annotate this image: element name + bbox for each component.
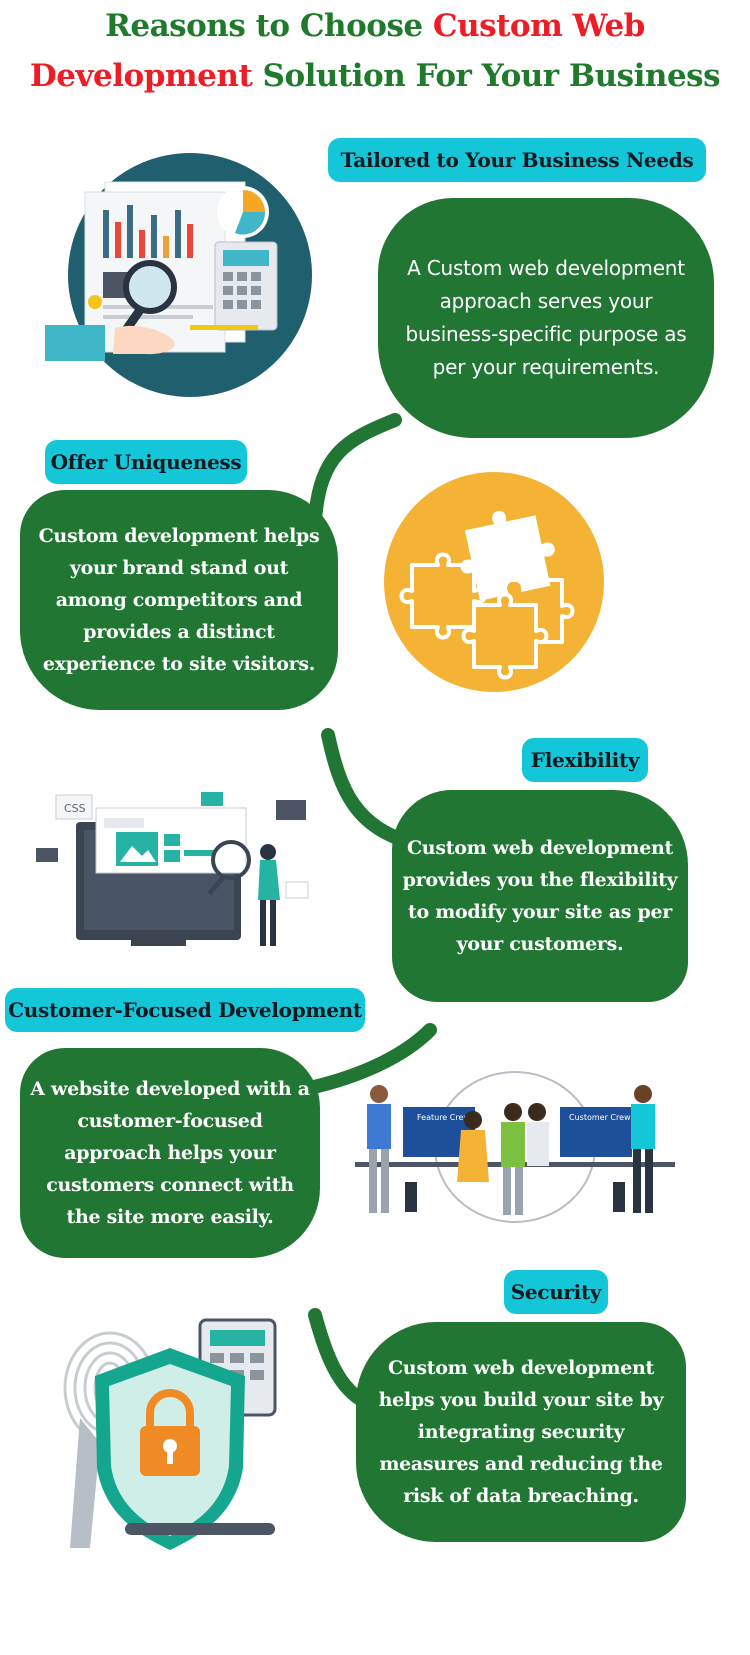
heading-uniqueness: Offer Uniqueness	[45, 440, 247, 484]
heading-customer-focused: Customer-Focused Development	[5, 988, 365, 1032]
title-highlight: Custom Web	[432, 8, 645, 44]
customer-crew-label: Customer Crew	[569, 1113, 631, 1122]
bubble-customer-focused: A website developed with a customer-focu…	[20, 1048, 320, 1258]
feature-crew-label: Feature Crew	[417, 1113, 470, 1122]
analytics-magnifier-icon	[45, 153, 312, 397]
bubble-security: Custom web development helps you build y…	[356, 1322, 686, 1542]
heading-security: Security	[504, 1270, 608, 1314]
heading-tailored: Tailored to Your Business Needs	[328, 138, 706, 182]
bubble-text: Custom web development helps you build y…	[378, 1357, 664, 1507]
heading-label: Security	[510, 1280, 602, 1304]
heading-label: Flexibility	[530, 748, 640, 772]
title-part: Solution For Your Business	[252, 58, 721, 94]
css-label: CSS	[64, 802, 86, 815]
web-design-icon: CSS	[36, 792, 309, 946]
bubble-text: A Custom web development approach serves…	[405, 256, 687, 379]
heading-label: Tailored to Your Business Needs	[340, 148, 694, 172]
title-highlight: Development	[29, 58, 253, 94]
bubble-text: Custom development helps your brand stan…	[38, 525, 320, 675]
team-collaboration-icon: Feature Crew Customer Crew	[355, 1071, 675, 1223]
bubble-text: A website developed with a customer-focu…	[30, 1078, 310, 1228]
title-line-2: Development Solution For Your Business	[0, 58, 750, 94]
bubble-flexibility: Custom web development provides you the …	[392, 790, 688, 1002]
heading-label: Offer Uniqueness	[50, 450, 242, 474]
title-part: Reasons to Choose	[105, 8, 433, 44]
heading-flexibility: Flexibility	[522, 738, 648, 782]
heading-label: Customer-Focused Development	[8, 998, 362, 1022]
bubble-uniqueness: Custom development helps your brand stan…	[20, 490, 338, 710]
security-shield-lock-icon	[63, 1318, 277, 1550]
puzzle-icon	[384, 472, 604, 692]
bubble-tailored: A Custom web development approach serves…	[378, 198, 714, 438]
title-line-1: Reasons to Choose Custom Web	[0, 8, 750, 44]
bubble-text: Custom web development provides you the …	[402, 837, 678, 955]
